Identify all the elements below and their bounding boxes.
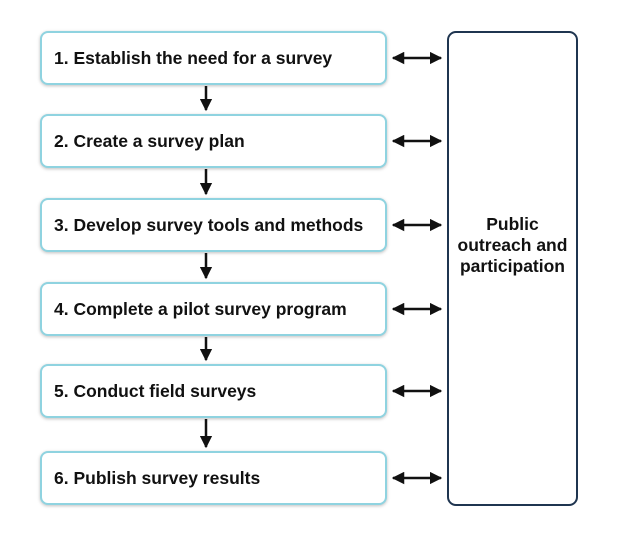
step-2-box: 2. Create a survey plan	[40, 114, 387, 168]
step-3-label: 3. Develop survey tools and methods	[54, 214, 364, 235]
step-4-box: 4. Complete a pilot survey program	[40, 282, 387, 336]
step-1-label: 1. Establish the need for a survey	[54, 47, 333, 68]
public-outreach-box: Public outreach and participation	[447, 31, 578, 506]
step-6-box: 6. Publish survey results	[40, 451, 387, 505]
step-5-box: 5. Conduct field surveys	[40, 364, 387, 418]
public-outreach-label: Public outreach and participation	[457, 214, 568, 276]
step-2-label: 2. Create a survey plan	[54, 130, 245, 151]
step-5-label: 5. Conduct field surveys	[54, 380, 257, 401]
step-6-label: 6. Publish survey results	[54, 467, 261, 488]
step-1-box: 1. Establish the need for a survey	[40, 31, 387, 85]
step-3-box: 3. Develop survey tools and methods	[40, 198, 387, 252]
step-4-label: 4. Complete a pilot survey program	[54, 298, 347, 319]
